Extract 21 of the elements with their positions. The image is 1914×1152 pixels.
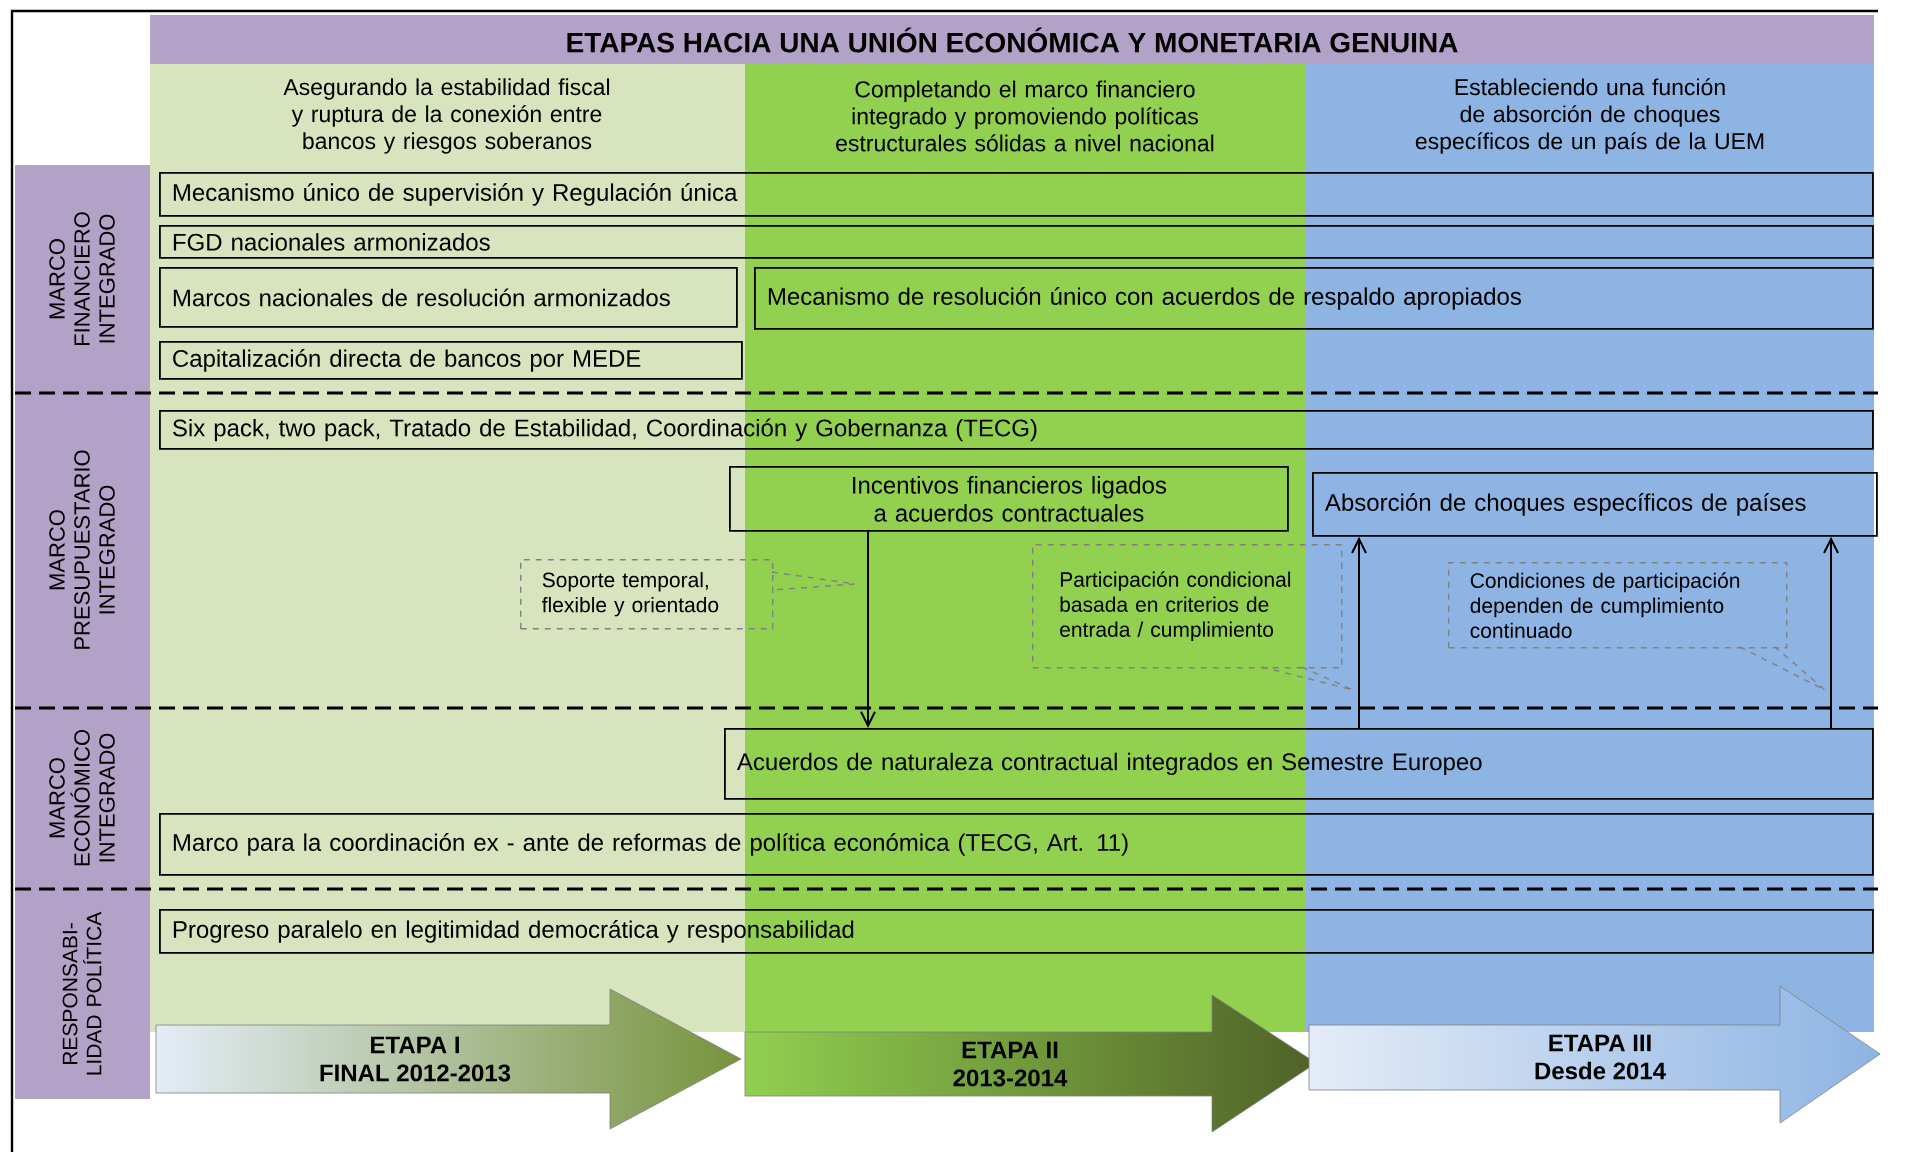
text-box: FGD nacionales armonizados [159,225,1874,259]
arrow [1351,536,1367,729]
row-label-band: MARCO FINANCIERO INTEGRADO [15,165,150,393]
text-box: Marco para la coordinación ex - ante de reformas de política económica (TECG, Art. 11) [159,813,1874,876]
text-box: Capitalización directa de bancos por MEDE [159,341,743,380]
callout: Participación condicional basada en criterios de entrada / cumplimiento [1032,544,1354,691]
text-box: Incentivos financieros ligados a acuerdos contractuales [729,466,1289,532]
title-banner: ETAPAS HACIA UNA UNIÓN ECONÓMICA Y MONETARIA GENUINA [150,15,1875,64]
row-label-band: MARCO PRESUPUESTARIO INTEGRADO [15,393,150,708]
text-box: Absorción de choques específicos de países [1312,472,1878,537]
arrow [1823,536,1839,729]
row-label-band: MARCO ECONÓMICO INTEGRADO [15,708,150,889]
callout: Condiciones de participación dependen de cumplimiento continuado [1448,562,1830,694]
callout: Soporte temporal, flexible y orientado [520,559,862,630]
column-heading: Completando el marco financiero integrado y promoviendo políticas estructurales sólidas a nivel nacional [836,80,1214,152]
arrow [860,530,876,728]
row-label-band: RESPONSABI- LIDAD POLÍTICA [15,889,150,1099]
text-box: Six pack, two pack, Tratado de Estabilidad, Coordinación y Gobernanza (TECG) [159,410,1874,450]
text-box: Mecanismo único de supervisión y Regulación única [159,172,1874,217]
text-box: Marcos nacionales de resolución armonizados [159,267,738,328]
text-box: Progreso paralelo en legitimidad democrática y responsabilidad [159,909,1874,954]
